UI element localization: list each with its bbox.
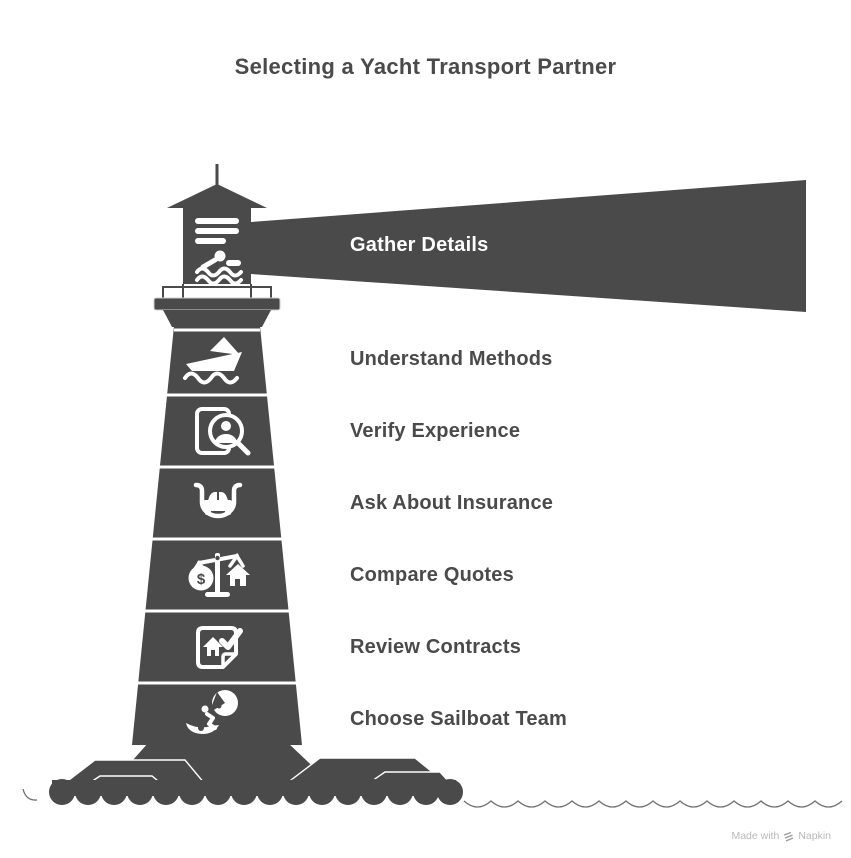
- profile-magnifier-icon: [195, 407, 251, 456]
- step-label-review-contracts: Review Contracts: [350, 636, 522, 658]
- balance-scale-icon: $: [188, 552, 250, 597]
- gallery-railing: [162, 284, 272, 299]
- napkin-logo-icon: [784, 831, 794, 842]
- lighthouse-roof: [167, 184, 267, 208]
- gallery-skirt: [163, 310, 271, 327]
- step-label-understand-methods: Understand Methods: [350, 348, 553, 370]
- step-label-verify-experience: Verify Experience: [350, 420, 521, 442]
- step-label-choose-sailboat-team: Choose Sailboat Team: [350, 708, 568, 730]
- page-title: Selecting a Yacht Transport Partner: [234, 54, 617, 79]
- car-shield-icon: [193, 482, 243, 519]
- step-label-compare-quotes: Compare Quotes: [350, 564, 514, 586]
- yacht-icon: [183, 337, 242, 385]
- sailor-boat-icon: [186, 690, 238, 734]
- rock-wave-edge: [49, 779, 463, 805]
- tower-band-lines: [135, 328, 299, 685]
- document-swimmer-icon: [195, 218, 243, 286]
- light-beam: [251, 180, 806, 312]
- lighthouse-tower: [132, 326, 302, 745]
- gallery-ledge: [153, 297, 281, 311]
- left-wave-line: [22, 788, 38, 801]
- step-label-ask-about-insurance: Ask About Insurance: [350, 492, 554, 514]
- watermark: Made with Napkin: [731, 830, 831, 842]
- right-wave-line: [463, 800, 843, 808]
- step-label-gather-details: Gather Details: [350, 234, 489, 256]
- watermark-brand: Napkin: [798, 830, 831, 842]
- contract-check-icon: [196, 626, 243, 669]
- svg-text:$: $: [197, 571, 206, 588]
- watermark-prefix: Made with: [731, 830, 780, 842]
